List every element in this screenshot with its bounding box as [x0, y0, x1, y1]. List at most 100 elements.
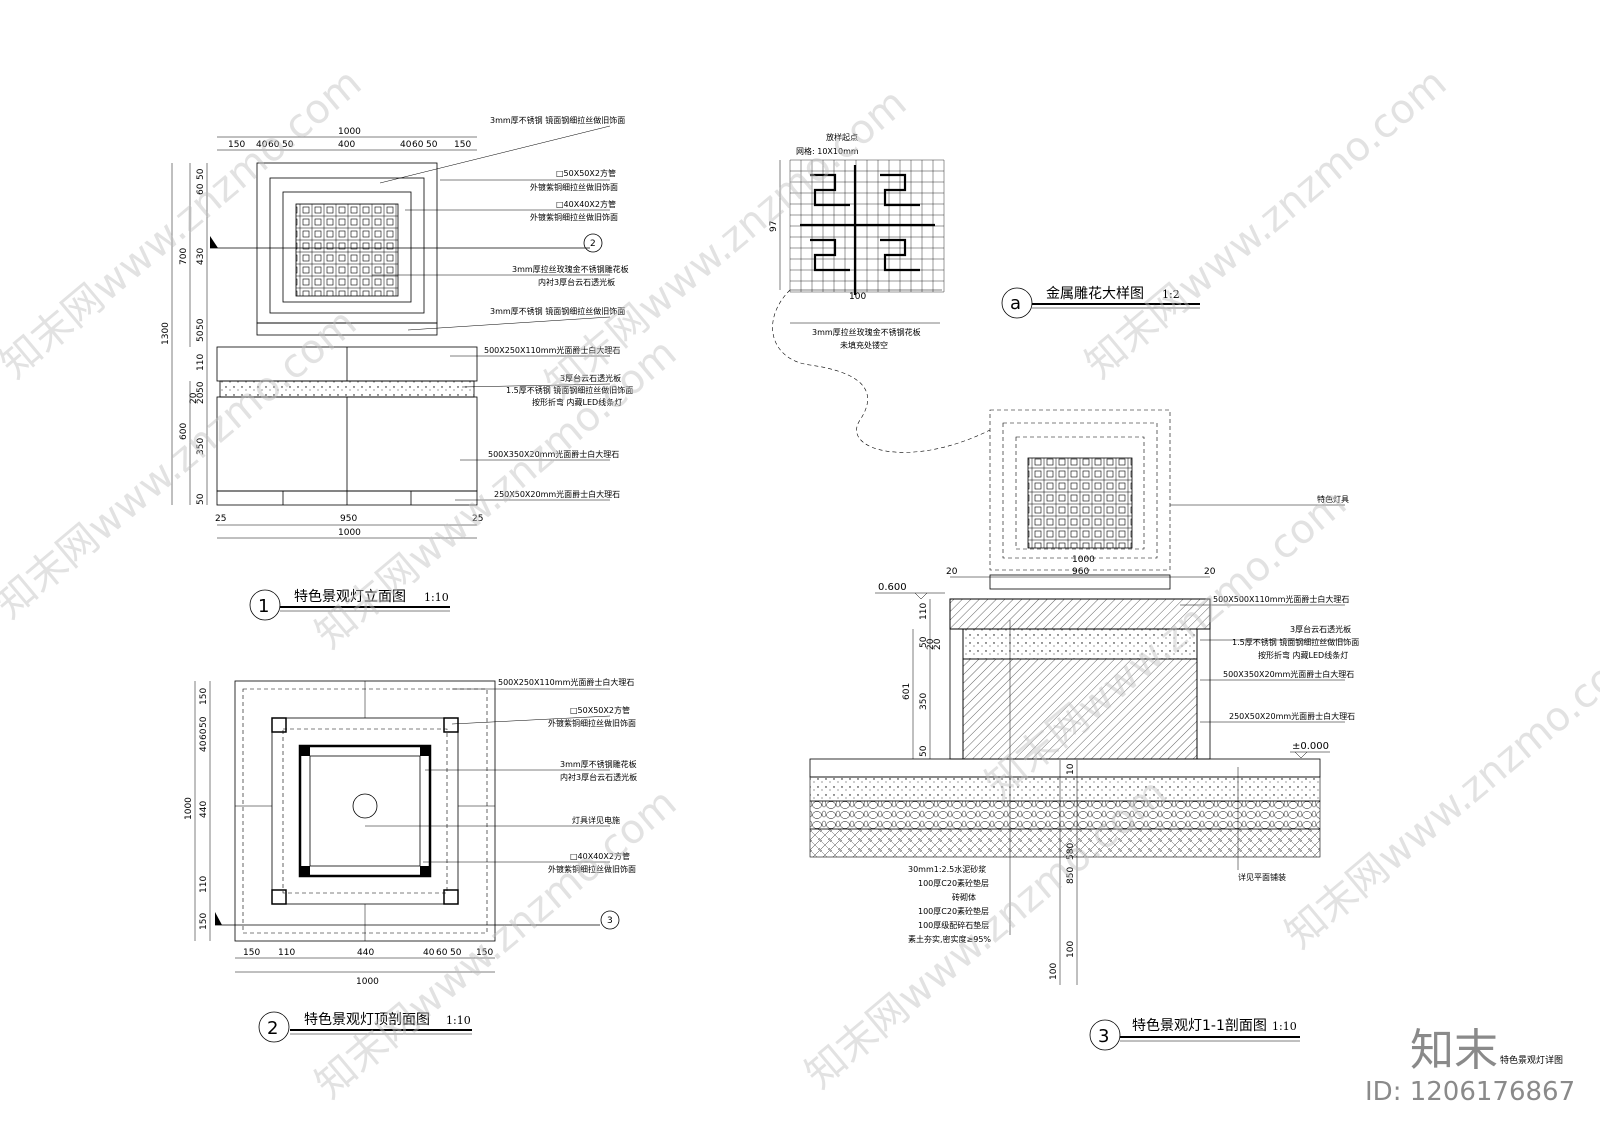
- section-mark: [583, 233, 603, 253]
- note: 3mm厚不锈钢 镜面钢细拉丝做旧饰面: [490, 306, 625, 316]
- drawing-title: 特色景观灯顶剖面图: [304, 1011, 430, 1028]
- drawing-number: 3: [1098, 1026, 1109, 1047]
- carving-detail-drawing: 100 97 放样起点 网格: 10X10mm 3mm厚拉丝玫瑰金不锈钢花板 未…: [769, 132, 1200, 453]
- dim: 1000: [184, 797, 194, 820]
- note: □50X50X2方管: [570, 705, 630, 715]
- dim: 100: [1049, 963, 1059, 980]
- note: 特色灯具: [1317, 494, 1349, 504]
- note: 500X500X110mm光面爵士白大理石: [1213, 594, 1349, 604]
- dim: 100: [1066, 941, 1076, 958]
- drawing-title: 特色景观灯立面图: [294, 588, 406, 605]
- dim: 110: [278, 948, 295, 958]
- dim: 100: [849, 292, 866, 302]
- dim: 150: [243, 948, 260, 958]
- dim: 1000: [1072, 555, 1095, 565]
- note: 1.5厚不锈钢 镜面钢细拉丝做旧饰面: [506, 385, 633, 395]
- drawing-scale: 1:10: [446, 1014, 471, 1027]
- carving-pattern: [800, 165, 935, 295]
- note: 内衬3厚台云石透光板: [560, 772, 637, 782]
- dim: 20: [196, 392, 206, 404]
- dim: 1300: [161, 322, 171, 345]
- dim: 40: [256, 140, 268, 150]
- dim: 150: [228, 140, 245, 150]
- dim: 430: [196, 248, 206, 265]
- dim: 60: [436, 948, 448, 958]
- layer-note: 100厚级配碎石垫层: [918, 920, 989, 930]
- dim: 50: [199, 716, 209, 728]
- watermark: 知末网www.znzmo.com: [307, 780, 685, 1108]
- drawing-scale: 1:10: [1272, 1020, 1297, 1033]
- dim: 40: [423, 948, 435, 958]
- note: 外镀紫铜细拉丝做旧饰面: [548, 864, 636, 874]
- dim: 25: [215, 514, 226, 524]
- sheet-caption: 特色景观灯详图: [1500, 1054, 1563, 1066]
- section-mark-label: 3: [607, 916, 613, 926]
- dim: 440: [357, 948, 374, 958]
- section-mark-label: 2: [590, 239, 596, 249]
- dim: 20: [189, 392, 199, 404]
- origin-label: 放样起点: [826, 132, 858, 142]
- light-fixture: [352, 793, 378, 819]
- watermark: 知末网www.znzmo.com: [1077, 60, 1455, 388]
- note: 内衬3厚台云石透光板: [538, 277, 615, 287]
- watermarks: 知末网www.znzmo.com 知末网www.znzmo.com 知末网www…: [0, 60, 1600, 1108]
- section-drawing: 20 960 20 1000 0.600 ±0.000 110 50 20 20…: [809, 409, 1359, 1051]
- note: 3mm厚不锈钢 镜面钢细拉丝做旧饰面: [490, 115, 625, 125]
- watermark: 知末网www.znzmo.com: [307, 330, 685, 658]
- dim: 850: [1066, 867, 1076, 884]
- drawing-scale: 1:2: [1162, 288, 1180, 301]
- note: 500X350X20mm光面爵士白大理石: [1223, 669, 1354, 679]
- top-section-drawing: 150 50 60 40 440 1000 110 150 150 110 44…: [184, 677, 637, 1043]
- dim: 50: [196, 168, 206, 180]
- dim: 1000: [356, 977, 379, 987]
- top-total-dim: 1000: [338, 127, 361, 137]
- note: 未填充处镂空: [840, 340, 888, 350]
- dim: 20: [946, 567, 958, 577]
- dim: 50: [196, 381, 206, 393]
- dim: 350: [919, 693, 929, 710]
- note: 外镀紫铜细拉丝做旧饰面: [548, 718, 636, 728]
- note: 3mm厚拉丝玫瑰金不锈钢花板: [812, 327, 921, 337]
- note: 1.5厚不锈钢 镜面钢细拉丝做旧饰面: [1232, 637, 1359, 647]
- drawing-scale: 1:10: [424, 591, 449, 604]
- note: 250X50X20mm光面爵士白大理石: [1229, 711, 1355, 721]
- note: 3mm厚拉丝玫瑰金不锈钢雕花板: [512, 264, 629, 274]
- note: 外镀紫铜细拉丝做旧饰面: [530, 212, 618, 222]
- dim: 97: [769, 221, 779, 232]
- dim: 40: [199, 740, 209, 752]
- note: 500X250X110mm光面爵士白大理石: [484, 345, 620, 355]
- dim: 700: [179, 248, 189, 265]
- note: 按形折弯 内藏LED线条灯: [1258, 650, 1348, 660]
- note: 3mm厚不锈钢雕花板: [560, 759, 637, 769]
- layer-note: 100厚C20素砼垫层: [918, 906, 989, 916]
- dim: 600: [179, 423, 189, 440]
- dim: 150: [199, 913, 209, 930]
- note: 3厚台云石透光板: [1290, 624, 1351, 634]
- dim: 150: [476, 948, 493, 958]
- carved-panel: [1027, 457, 1133, 549]
- grid-label: 网格: 10X10mm: [796, 146, 859, 156]
- dim: 601: [902, 683, 912, 700]
- note: 500X250X110mm光面爵士白大理石: [498, 677, 634, 687]
- dim: 20: [926, 638, 936, 650]
- dim: 1000: [338, 528, 361, 538]
- layer-note: 100厚C20素砼垫层: [918, 878, 989, 888]
- dim: 50: [196, 330, 206, 342]
- dim: 60: [199, 728, 209, 740]
- dim: 960: [1072, 567, 1089, 577]
- carved-panel: [295, 203, 399, 297]
- dim: 400: [338, 140, 355, 150]
- note: □40X40X2方管: [570, 851, 630, 861]
- note: 外镀紫铜细拉丝做旧饰面: [530, 182, 618, 192]
- note: 详见平面铺装: [1238, 872, 1286, 882]
- layer-note: 30mm1:2.5水泥砂浆: [908, 864, 986, 874]
- layer-note: 砖砌体: [952, 892, 976, 902]
- dim: 50: [196, 493, 206, 505]
- dim: 40: [400, 140, 412, 150]
- dim: 150: [454, 140, 471, 150]
- dim: 950: [340, 514, 357, 524]
- dim: 580: [1066, 843, 1076, 860]
- note: □50X50X2方管: [556, 168, 616, 178]
- dim: 50: [426, 140, 438, 150]
